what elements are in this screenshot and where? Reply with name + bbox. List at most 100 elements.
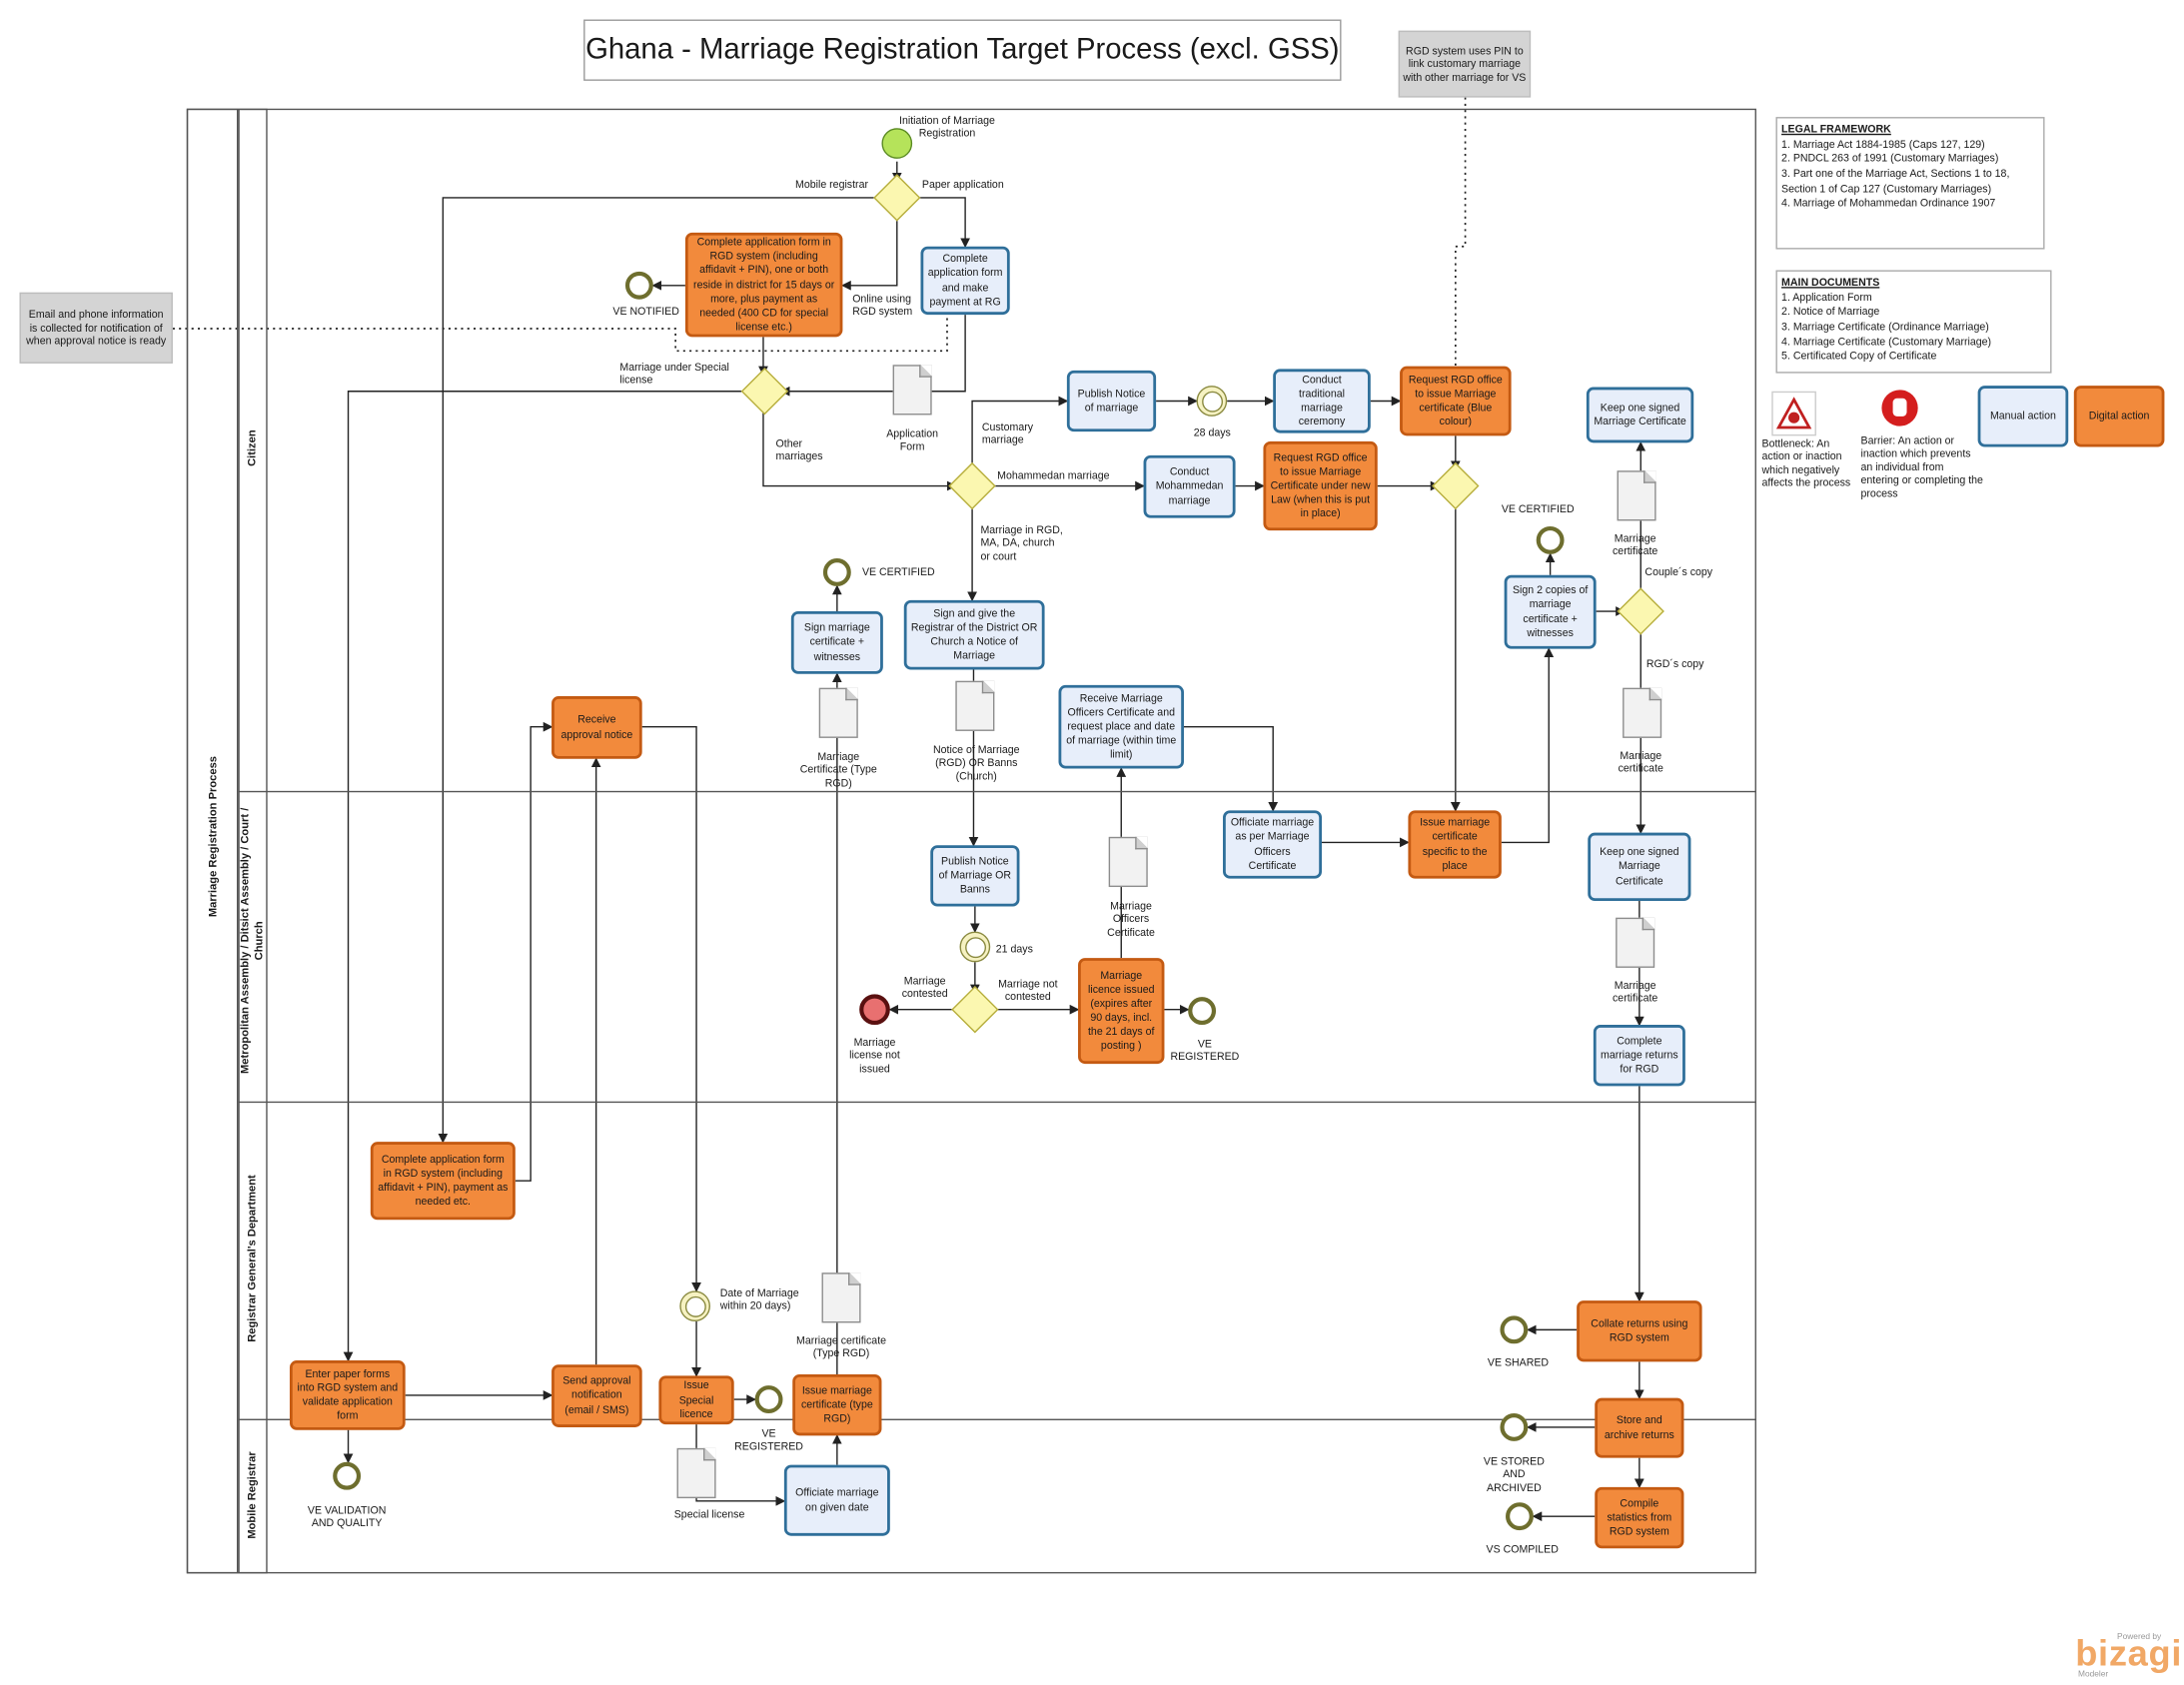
doc-marriage-certificate-1	[1617, 470, 1656, 521]
label-ve-validation: VE VALIDATION AND QUALITY	[307, 1503, 387, 1530]
label-ve-stored: VE STORED AND ARCHIVED	[1483, 1454, 1545, 1494]
sequence-flow	[343, 391, 748, 1362]
label-ve-certified-1: VE CERTIFIED	[861, 565, 935, 578]
legal-item: 2. PNDCL 263 of 1991 (Customary Marriage…	[1781, 152, 1999, 165]
diagram-title: Ghana - Marriage Registration Target Pro…	[583, 19, 1342, 81]
end-ve-certified-1	[822, 558, 851, 586]
end-ve-validation	[333, 1461, 362, 1490]
label-marriage-certificate-3: Marriage certificate	[1613, 979, 1658, 1005]
lane-divider-3	[238, 1418, 1756, 1420]
label-marriage-certificate-1: Marriage certificate	[1613, 531, 1658, 558]
task-complete-form-rgd[interactable]: Complete application form in RGD system …	[684, 232, 843, 338]
label-cert-type-rgd2: Marriage certificate (Type RGD)	[796, 1333, 887, 1360]
doc-notice-banns	[955, 680, 995, 731]
association-line	[172, 315, 948, 353]
task-licence-issued[interactable]: Marriage licence issued (expires after 9…	[1078, 958, 1165, 1065]
task-issue-special[interactable]: Issue Special licence	[658, 1375, 734, 1425]
end-ve-notified	[624, 271, 653, 300]
label-vs-compiled: VS COMPILED	[1486, 1542, 1559, 1556]
task-request-blue[interactable]: Request RGD office to issue Marriage cer…	[1400, 366, 1512, 436]
task-sign-cert-witness[interactable]: Sign marriage certificate + witnesses	[790, 611, 883, 674]
task-compile-stats[interactable]: Compile statistics from RGD system	[1595, 1486, 1684, 1549]
legal-framework-box: LEGAL FRAMEWORK 1. Marriage Act 1884-198…	[1775, 117, 2045, 250]
note-rgd-pin: RGD system uses PIN to link customary ma…	[1398, 30, 1532, 98]
task-complete-form-pay[interactable]: Complete application form and make payme…	[920, 246, 1010, 316]
task-enter-paper[interactable]: Enter paper forms into RGD system and va…	[289, 1360, 406, 1430]
task-issue-cert-place[interactable]: Issue marriage certificate specific to t…	[1408, 810, 1502, 879]
doc-marriage-certificate-3	[1616, 917, 1655, 968]
sequence-flow	[913, 197, 970, 249]
pool-label: Marriage Registration Process	[206, 755, 220, 918]
task-complete-returns[interactable]: Complete marriage returns for RGD	[1593, 1025, 1685, 1087]
end-ve-registered-1	[1188, 997, 1217, 1026]
sequence-flow	[1501, 647, 1555, 844]
sequence-flow	[1183, 726, 1279, 812]
pool-header	[186, 108, 239, 1574]
sequence-flow	[515, 721, 553, 1182]
task-conduct-mohammedan[interactable]: Conduct Mohammedan marriage	[1143, 454, 1236, 518]
sequence-flow	[841, 214, 898, 291]
task-sign-2-copies[interactable]: Sign 2 copies of marriage certificate + …	[1504, 574, 1597, 649]
end-ve-stored	[1500, 1413, 1529, 1441]
task-receive-approval[interactable]: Receive approval notice	[551, 696, 642, 759]
task-keep-signed-assembly[interactable]: Keep one signed Marriage Certificate	[1588, 832, 1691, 901]
label-online: Online using RGD system	[852, 292, 913, 319]
lane-label-citizen: Citizen	[245, 429, 259, 466]
task-send-approval[interactable]: Send approval notification (email / SMS)	[551, 1364, 642, 1427]
legend-digital-action: Digital action	[2073, 386, 2165, 447]
doc-special-license	[676, 1447, 716, 1499]
task-publish-notice[interactable]: Publish Notice of marriage	[1066, 370, 1157, 432]
end-ve-registered-2	[754, 1385, 783, 1414]
brand-sub: Modeler	[2077, 1670, 2109, 1680]
doc-item: 1. Application Form	[1781, 290, 1872, 304]
bizagi-logo: bizagi	[2075, 1631, 2183, 1674]
task-receive-officers-cert[interactable]: Receive Marriage Officers Certificate an…	[1058, 684, 1184, 769]
task-conduct-traditional[interactable]: Conduct traditional marriage ceremony	[1273, 369, 1371, 433]
label-not-issued: Marriage license not issued	[849, 1036, 900, 1076]
label-mobile-registrar: Mobile registrar	[795, 178, 869, 191]
legal-item: 3. Part one of the Marriage Act, Section…	[1781, 167, 2010, 195]
lane-label-rgd: Registrar General's Department	[245, 1175, 259, 1342]
lane-header-column	[238, 108, 268, 1574]
task-issue-cert-rgd[interactable]: Issue marriage certificate (type RGD)	[792, 1373, 882, 1436]
task-officiate-officers[interactable]: Officiate marriage as per Marriage Offic…	[1223, 810, 1323, 879]
label-notice-banns: Notice of Marriage (RGD) OR Banns (Churc…	[933, 743, 1020, 783]
label-initiation: Initiation of Marriage Registration	[899, 114, 995, 141]
lane-divider-2	[238, 1101, 1756, 1104]
doc-application-form	[892, 365, 932, 416]
lane-label-assembly: Metropolitan Assembly / Ditsict Assembly…	[238, 807, 265, 1074]
task-complete-form-rgd2[interactable]: Complete application form in RGD system …	[370, 1142, 516, 1221]
label-ve-registered-1: VE REGISTERED	[1170, 1037, 1240, 1064]
doc-marriage-certificate-2	[1623, 687, 1662, 738]
doc-cert-type-rgd2	[821, 1272, 861, 1323]
doc-cert-type-rgd	[818, 687, 858, 738]
task-officiate-given[interactable]: Officiate marriage on given date	[783, 1464, 890, 1536]
note-email-phone: Email and phone information is collected…	[19, 292, 173, 364]
label-application-form: Application Form	[886, 426, 939, 453]
task-keep-signed-citizen[interactable]: Keep one signed Marriage Certificate	[1586, 387, 1694, 443]
doc-officers-cert	[1108, 836, 1148, 888]
task-store-archive[interactable]: Store and archive returns	[1595, 1397, 1684, 1458]
label-28-days: 28 days	[1193, 425, 1231, 439]
label-date-within: Date of Marriage within 20 days)	[719, 1286, 799, 1312]
end-vs-compiled	[1506, 1502, 1534, 1531]
task-sign-give-notice[interactable]: Sign and give the Registrar of the Distr…	[903, 599, 1045, 670]
label-officers-cert: Marriage Officers Certificate	[1107, 899, 1155, 939]
legal-framework-title: LEGAL FRAMEWORK	[1781, 122, 1891, 136]
lane-label-mobile: Mobile Registrar	[245, 1451, 259, 1539]
task-request-new-law[interactable]: Request RGD office to issue Marriage Cer…	[1263, 440, 1378, 531]
end-ve-certified-2	[1536, 525, 1565, 554]
task-collate-returns[interactable]: Collate returns using RGD system	[1577, 1300, 1702, 1362]
end-license-not-issued	[859, 994, 890, 1026]
brand-powered: Powered by	[2117, 1633, 2162, 1642]
timer-date-within	[679, 1290, 710, 1322]
label-marriage-certificate-2: Marriage certificate	[1618, 749, 1663, 775]
legal-item: 4. Marriage of Mohammedan Ordinance 1907	[1781, 196, 1996, 210]
label-customary: Customary marriage	[981, 421, 1034, 446]
task-publish-banns[interactable]: Publish Notice of Marriage OR Banns	[930, 845, 1020, 907]
label-21-days: 21 days	[995, 942, 1033, 956]
timer-21-days	[959, 931, 991, 963]
doc-item: 2. Notice of Marriage	[1781, 305, 1880, 319]
doc-item: 4. Marriage Certificate (Customary Marri…	[1781, 335, 1992, 348]
